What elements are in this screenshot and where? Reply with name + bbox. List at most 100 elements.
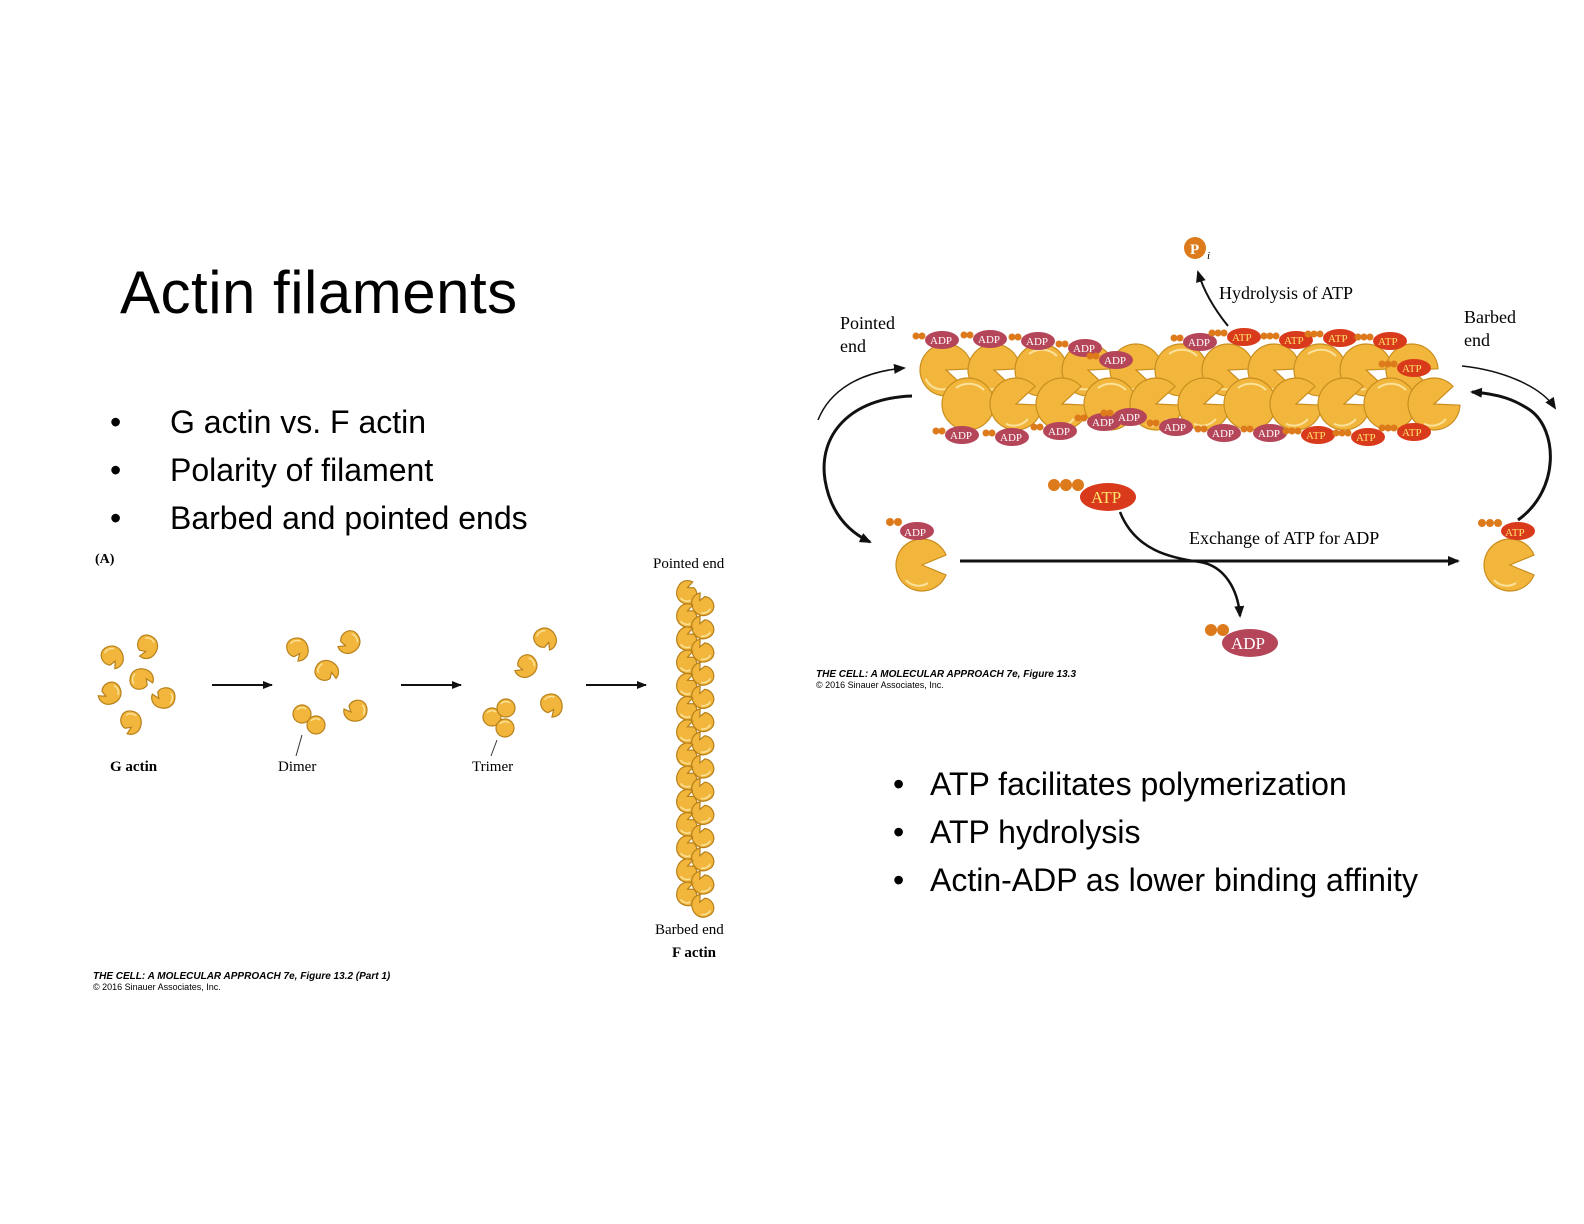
phosphate-dot [1316,330,1324,338]
bullet-text: ATP hydrolysis [930,814,1141,850]
cycle-arrow [822,394,913,544]
phosphate-dot [1360,333,1368,341]
phosphate-dot [1080,414,1088,422]
f-actin-label: F actin [672,945,717,961]
g-actin-monomer [332,626,365,659]
cycle-arrow [1461,365,1557,410]
barbed-end-label-2: end [1464,330,1490,350]
adp-tag [900,522,934,540]
adp-tag-text: ADP [1092,417,1114,429]
g-actin-monomer [509,650,542,683]
phosphate-dot [1390,360,1398,368]
bullet-dot: • [110,500,122,536]
adp-tag [925,331,959,349]
bullet-text: Barbed and pointed ends [170,500,528,536]
phosphate-chain [1048,479,1084,491]
adp-tag-text: ADP [1118,412,1140,424]
adp-tag-text: ADP [930,335,952,347]
phosphate-dot [1260,332,1268,340]
phosphate-dot [1146,419,1154,427]
bullet-dot: • [893,862,905,898]
adp-tag [1253,424,1287,442]
figure-actin-polymerization: (A) G actin Dimer [93,552,725,992]
trimer-group [482,623,565,757]
phosphate-dot [1366,333,1374,341]
phosphate-dot [912,332,920,340]
atp-tag-text: ATP [1505,527,1525,539]
phosphate-dot [1304,330,1312,338]
atp-tag [1301,426,1335,444]
atp-badge [1080,483,1136,511]
barbed-end-label: Barbed end [655,922,724,938]
barbed-end-label-1: Barbed [1464,307,1516,327]
phosphate-dot [1092,352,1100,360]
phosphate-dot [1282,427,1290,435]
adp-tag-text: ADP [904,527,926,539]
figure-atp-cycle: P i Hydrolysis of ATP Pointed end Barbed… [816,237,1557,690]
phosphate-dot [966,331,974,339]
phosphate-dot [918,332,926,340]
phosphate-dot [1152,419,1160,427]
pointed-end-label: Pointed end [653,556,725,572]
dimer-label: Dimer [278,759,316,775]
hydrolysis-arrow [1196,270,1229,327]
g-actin-monomer [529,623,562,656]
phosphate-dot [938,427,946,435]
phosphate-dot [1100,409,1108,417]
phosphate-dot [1214,329,1222,337]
bullet-item: • G actin vs. F actin [110,398,630,446]
bullet-item: • Barbed and pointed ends [110,494,630,542]
adp-tag [945,426,979,444]
atp-tag-text: ATP [1402,363,1422,375]
bullet-item: • ATP hydrolysis [893,808,1533,856]
g-actin-monomer [117,708,144,737]
adp-tag-text: ADP [950,430,972,442]
adp-tag [1068,339,1102,357]
adp-tag [1159,418,1193,436]
slide-title: Actin filaments [120,259,518,326]
pi-label: P [1190,242,1199,258]
phosphate-dot [1384,360,1392,368]
g-actin-monomer [97,642,128,673]
adp-tag-text: ADP [1026,336,1048,348]
adp-badge-text: ADP [1231,634,1265,653]
bullet-text: G actin vs. F actin [170,404,427,440]
figure-caption-title: THE CELL: A MOLECULAR APPROACH 7e, Figur… [816,669,1076,680]
pointed-end-label-2: end [840,336,866,356]
atp-tag [1397,359,1431,377]
phosphate-dot [932,427,940,435]
phosphate-dot [1055,340,1063,348]
adp-tag-text: ADP [1212,428,1234,440]
atp-tag-text: ATP [1378,336,1398,348]
atp-binding-arrow [1118,511,1245,618]
bullet-dot: • [893,814,905,850]
phosphate-dot [1390,424,1398,432]
phosphate-dot [1384,424,1392,432]
adp-tag [1113,408,1147,426]
bullet-text: Actin-ADP as lower binding affinity [930,862,1418,898]
g-actin-monomers [94,630,178,737]
adp-tag-text: ADP [1048,426,1070,438]
g-actin-monomer [131,630,163,664]
atp-tag [1373,332,1407,350]
g-actin-monomer [149,684,178,711]
g-actin-monomer [94,678,125,709]
atp-tag-text: ATP [1402,427,1422,439]
panel-label: (A) [95,552,115,567]
adp-tag-text: ADP [1104,355,1126,367]
filament-subunit [1223,377,1277,431]
bullet-dot: • [110,404,122,440]
phosphate-dot [1008,333,1016,341]
adp-tag-text: ADP [978,334,1000,346]
adp-tag-text: ADP [1188,337,1210,349]
phosphate-dot [1030,423,1038,431]
atp-tag [1501,522,1535,540]
pointed-end-label-1: Pointed [840,313,895,333]
atp-tag [1227,328,1261,346]
phosphate-dot [1294,427,1302,435]
adp-tag [1043,422,1077,440]
leader-line [490,739,498,757]
atp-tag-text: ATP [1284,335,1304,347]
phosphate-dot [1266,332,1274,340]
